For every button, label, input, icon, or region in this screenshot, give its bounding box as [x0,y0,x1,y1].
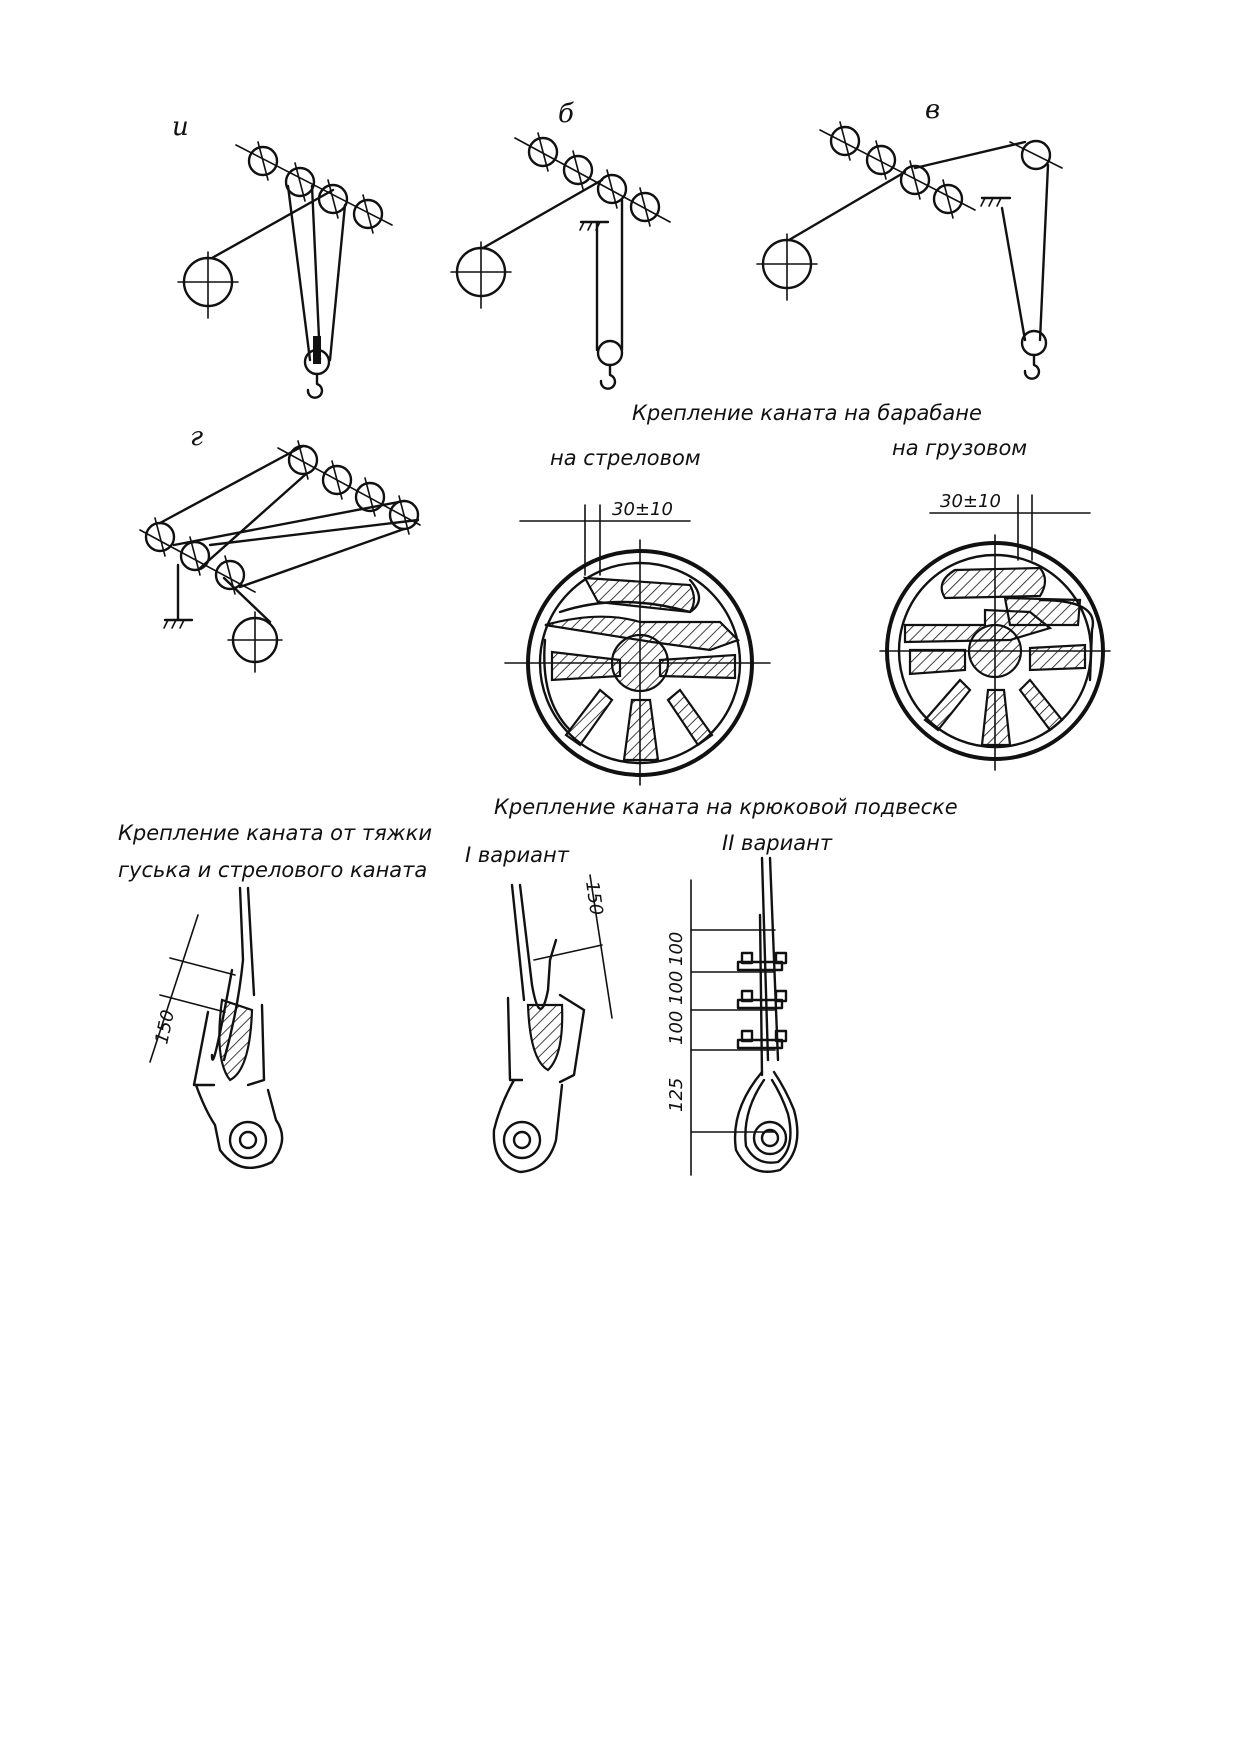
hook-v2-dim-100-b: 100 [666,971,687,1005]
drum-boom-section: 30±10 [504,499,771,786]
drum-load-section: 30±10 [879,491,1111,771]
hook-v2-dim-100-c: 100 [666,1011,687,1045]
scheme-a-label: и [172,112,189,142]
reeving-scheme-a: и [172,112,393,399]
attach-title-line1: Крепление каната от тяжки [118,821,432,845]
drum-title: Крепление каната на барабане [632,401,982,425]
reeving-scheme-g: г [139,422,421,673]
reeving-scheme-v: в [756,95,1063,380]
drum-load-label: на грузовом [892,436,1027,460]
scheme-g-label: г [190,422,203,452]
attach-dim-150: 150 [151,1008,179,1046]
drum-boom-label: на стреловом [550,446,701,470]
hook-variant-ii: 100 100 100 125 [666,856,799,1176]
reeving-scheme-b: б [450,99,671,390]
hook-v1-dim-150: 150 [581,880,607,917]
hook-title: Крепление каната на крюковой подвеске [494,795,958,819]
hook-variant-i: 150 [492,874,613,1174]
scheme-b-label: б [558,99,574,129]
attach-title-line2: гуська и стрелового каната [118,858,427,882]
drum-left-dim: 30±10 [612,499,673,520]
hook-v2-dim-125: 125 [666,1078,687,1112]
hook-variant1: I вариант [465,843,570,867]
hook-v2-dim-100-a: 100 [666,932,687,966]
drum-right-dim: 30±10 [940,491,1001,512]
tie-rod-rope-attachment: Крепление каната от тяжки гуська и стрел… [118,821,432,1169]
hook-variant2: II вариант [722,831,833,855]
scheme-v-label: в [925,95,940,125]
